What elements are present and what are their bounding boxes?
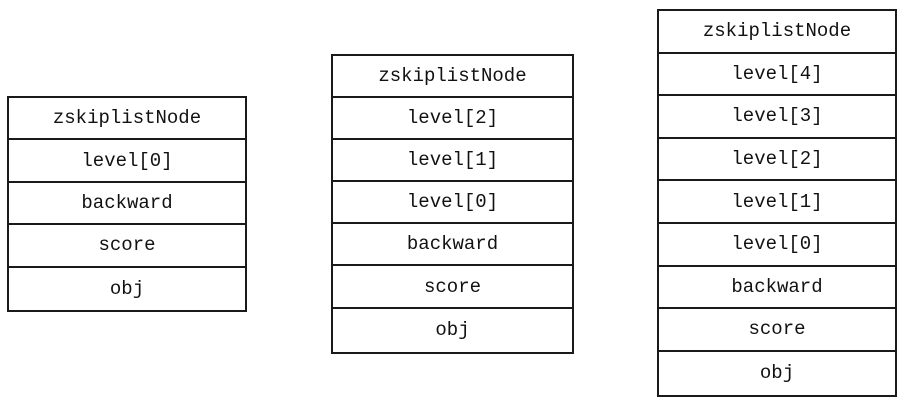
skiplist-node-1-level: zskiplistNode level[0] backward score ob…: [7, 96, 247, 312]
score-field: score: [333, 266, 572, 309]
level-1-field: level[1]: [333, 140, 572, 183]
score-field: score: [659, 309, 895, 352]
level-2-field: level[2]: [333, 98, 572, 141]
level-1-field: level[1]: [659, 181, 895, 224]
obj-field: obj: [435, 318, 470, 341]
level-0-field: level[0]: [333, 182, 572, 225]
backward-field: backward: [9, 183, 245, 226]
obj-field: obj: [759, 362, 795, 385]
skiplist-node-3-levels: zskiplistNode level[2] level[1] level[0]…: [331, 54, 574, 354]
level-0-field: level[0]: [9, 140, 245, 183]
level-4-field: level[4]: [659, 54, 895, 97]
level-0-field: level[0]: [659, 224, 895, 267]
node-header: zskiplistNode: [9, 98, 245, 141]
backward-field: backward: [659, 267, 895, 310]
skiplist-node-5-levels: zskiplistNode level[4] level[3] level[2]…: [657, 9, 897, 397]
obj-field: obj: [109, 277, 145, 300]
node-header: zskiplistNode: [659, 11, 895, 54]
backward-field: backward: [333, 224, 572, 267]
level-2-field: level[2]: [659, 139, 895, 182]
score-field: score: [9, 225, 245, 268]
node-header: zskiplistNode: [333, 56, 572, 99]
level-3-field: level[3]: [659, 96, 895, 139]
